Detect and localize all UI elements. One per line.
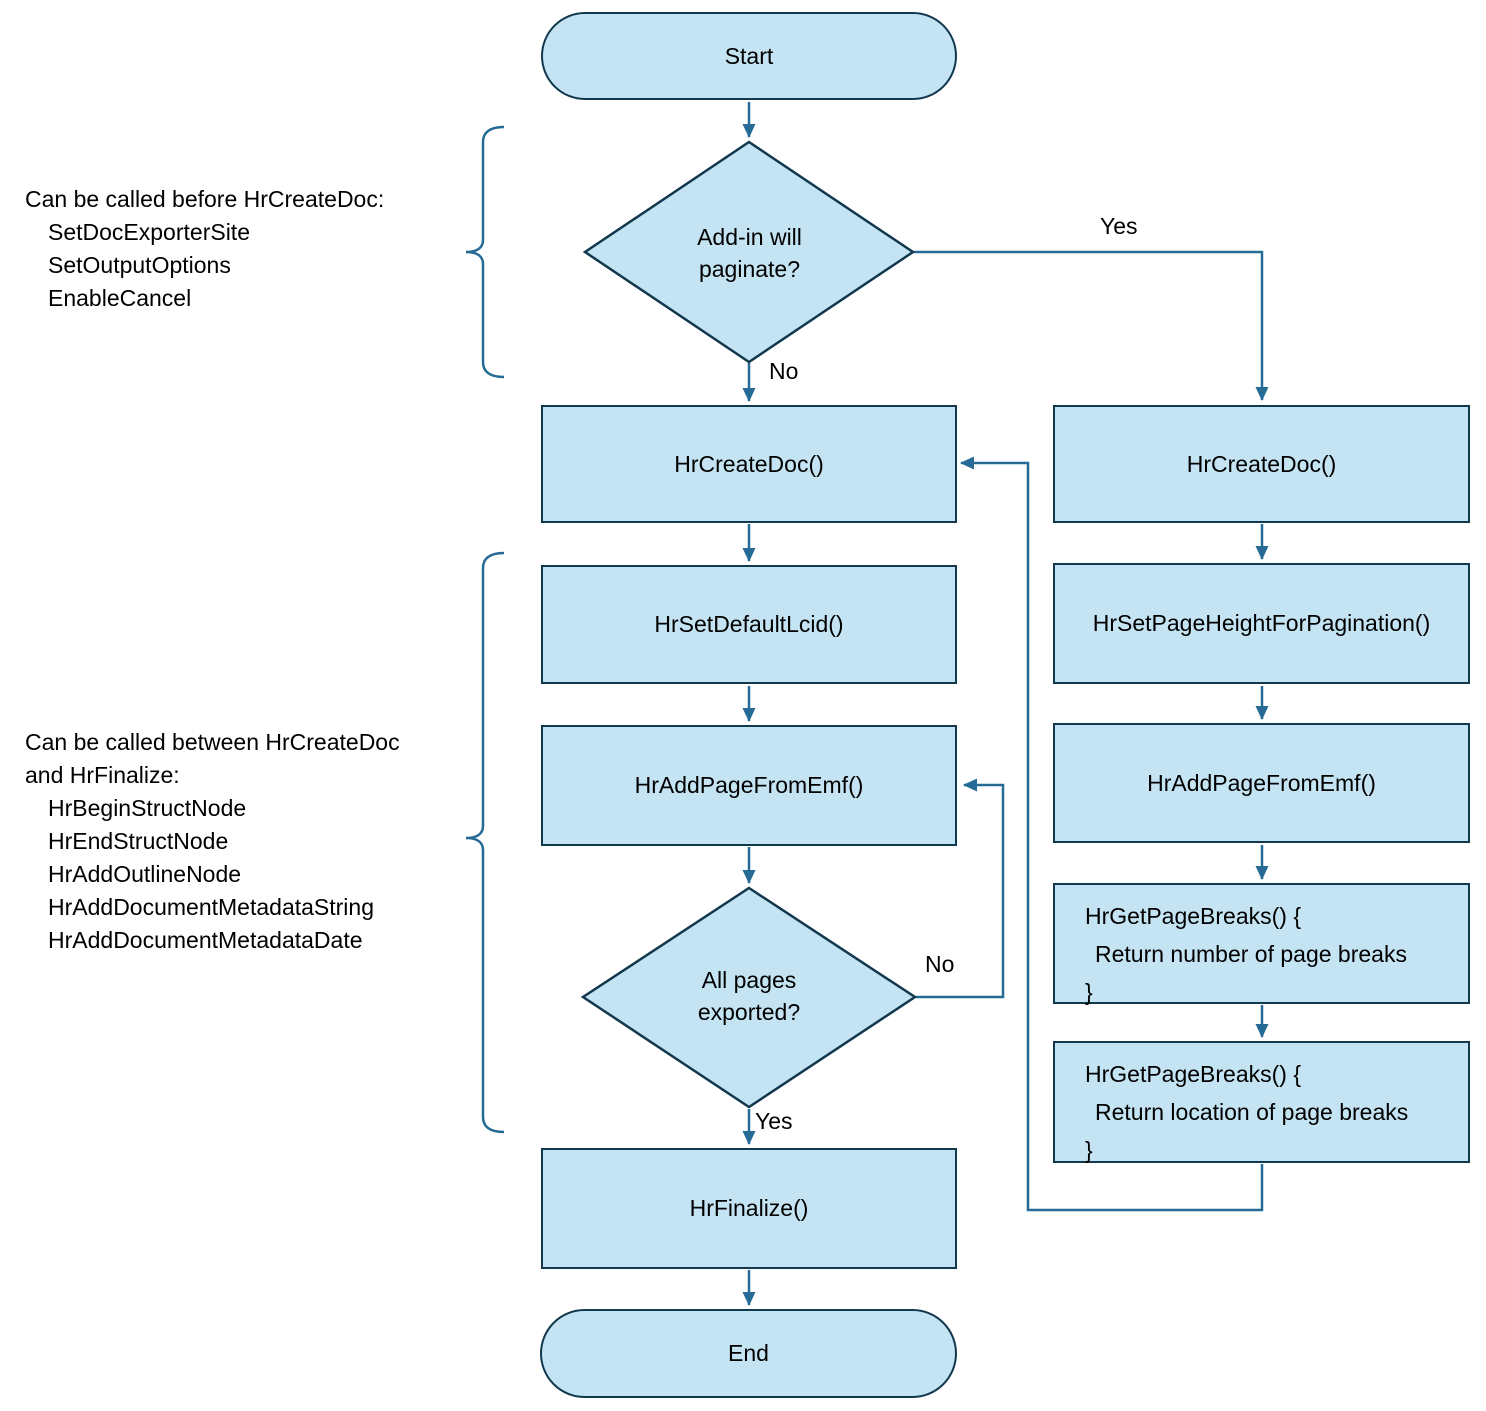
process-label: HrCreateDoc() [674, 450, 824, 477]
edge-paginate-yes [914, 250, 1269, 401]
annotation-between-create-finalize: Can be called between HrCreateDoc and Hr… [25, 726, 400, 957]
annotation-item: HrEndStructNode [48, 828, 229, 854]
process-hraddpagefromemf-paginate: HrAddPageFromEmf() [1053, 723, 1470, 843]
annotation-items: HrBeginStructNode HrEndStructNode HrAddO… [25, 792, 400, 957]
decision-all-pages-label: All pages exported? [697, 967, 801, 1025]
code-line: Return location of page breaks [1095, 1099, 1409, 1125]
brace-between-create-finalize [465, 551, 505, 1134]
code-line: HrGetPageBreaks() { [1085, 903, 1302, 929]
annotation-header: Can be called between HrCreateDoc [25, 729, 400, 755]
annotation-header: Can be called before HrCreateDoc: [25, 186, 385, 212]
process-hrgetpagebreaks-number: HrGetPageBreaks() { Return number of pag… [1053, 883, 1470, 1005]
process-label: HrAddPageFromEmf() [1147, 769, 1376, 796]
code-line: } [1085, 1137, 1093, 1163]
start-terminator: Start [541, 12, 957, 100]
annotation-before-createdoc: Can be called before HrCreateDoc: SetDoc… [25, 183, 384, 315]
process-label: HrSetDefaultLcid() [654, 611, 844, 638]
code-line: } [1085, 979, 1093, 1005]
end-terminator: End [540, 1309, 957, 1398]
process-label: HrCreateDoc() [1186, 450, 1337, 477]
decision-paginate-label: Add-in will paginate? [697, 224, 802, 282]
process-hrcreatedoc-paginate: HrCreateDoc() [1053, 405, 1470, 523]
end-label: End [728, 1340, 769, 1367]
decision-all-pages-shape [580, 886, 918, 1109]
annotation-item: HrAddOutlineNode [48, 861, 242, 887]
process-hrgetpagebreaks-location: HrGetPageBreaks() { Return location of p… [1053, 1041, 1470, 1163]
process-hrcreatedoc-main: HrCreateDoc() [541, 405, 957, 523]
edge-label-yes-bottom: Yes [755, 1108, 793, 1134]
code-line: Return number of page breaks [1095, 941, 1407, 967]
process-hrsetdefaultlcid: HrSetDefaultLcid() [541, 565, 957, 684]
annotation-header: and HrFinalize: [25, 762, 180, 788]
annotation-item: SetOutputOptions [48, 252, 231, 278]
start-label: Start [724, 42, 774, 69]
code-line: HrGetPageBreaks() { [1085, 1061, 1302, 1087]
process-label: HrFinalize() [689, 1195, 809, 1222]
process-label: HrAddPageFromEmf() [634, 772, 864, 799]
process-label: HrSetPageHeightForPagination() [1092, 610, 1431, 637]
edge-label-no-top: No [769, 358, 799, 384]
edge-label-no-loop: No [925, 951, 955, 977]
edge-breaks2-to-createdoc-main [960, 456, 1264, 1212]
brace-before-createdoc [465, 125, 505, 379]
annotation-item: SetDocExporterSite [48, 219, 250, 245]
edge-label-yes-top: Yes [1100, 213, 1138, 239]
annotation-items: SetDocExporterSite SetOutputOptions Enab… [25, 216, 384, 315]
decision-paginate-shape [582, 140, 916, 364]
process-hrfinalize: HrFinalize() [541, 1148, 957, 1269]
process-hrsetpageheightforpagination: HrSetPageHeightForPagination() [1053, 563, 1470, 684]
annotation-item: HrAddDocumentMetadataDate [48, 927, 363, 953]
annotation-item: HrAddDocumentMetadataString [48, 894, 374, 920]
annotation-item: EnableCancel [48, 285, 192, 311]
annotation-item: HrBeginStructNode [48, 795, 247, 821]
process-hraddpagefromemf-main: HrAddPageFromEmf() [541, 725, 957, 846]
edge-allpages-no-loop [916, 778, 1005, 999]
